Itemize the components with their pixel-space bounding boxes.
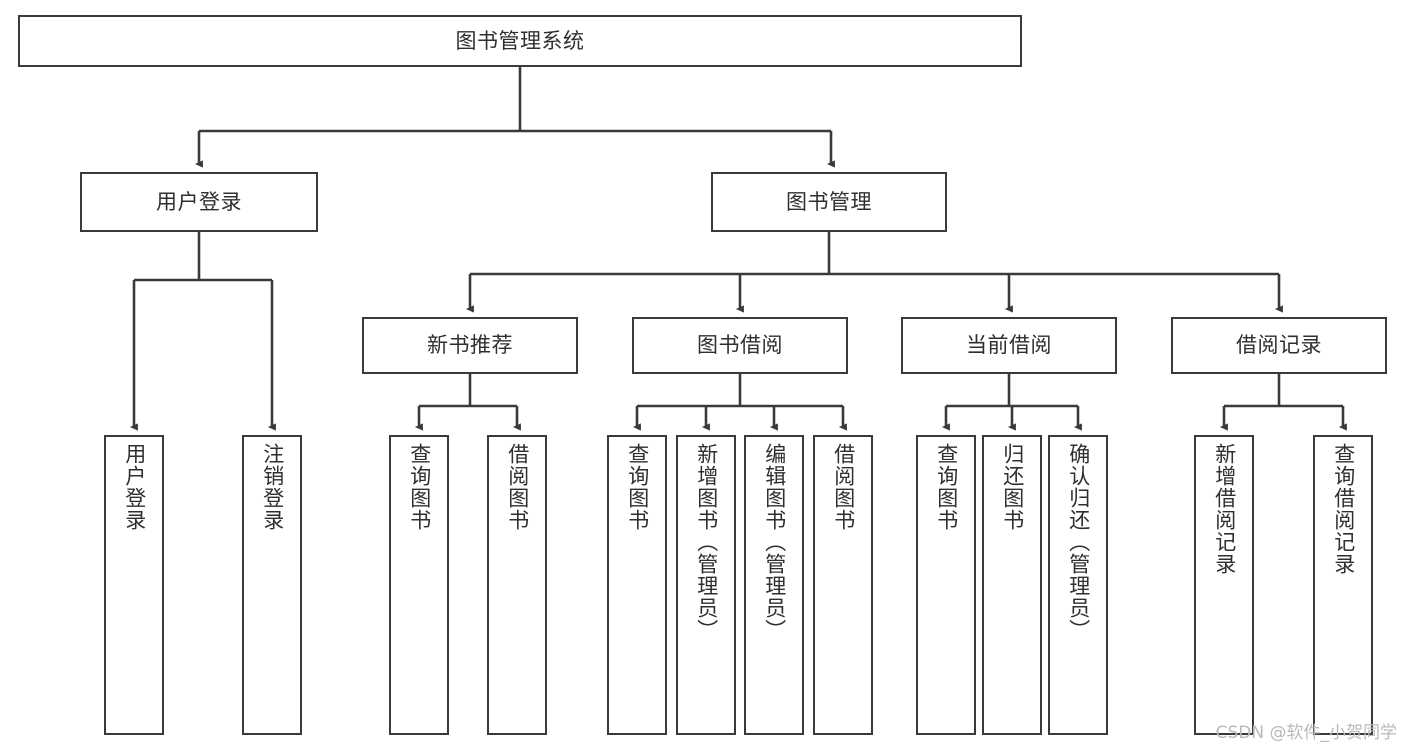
node-root[interactable]: 图书管理系统 [18,15,1022,67]
node-new-book-recommend[interactable]: 新书推荐 [362,317,578,374]
node-leaf-user-login-label: 用户登录 [122,443,147,531]
node-book-borrow-label: 图书借阅 [697,333,783,358]
node-leaf-user-login[interactable]: 用户登录 [104,435,164,735]
node-leaf-borrow-book-recommend[interactable]: 借阅图书 [487,435,547,735]
node-borrow-record-label: 借阅记录 [1236,333,1322,358]
node-user-login-label: 用户登录 [156,189,242,214]
node-current-borrow[interactable]: 当前借阅 [901,317,1117,374]
csdn-watermark: CSDN @软件_小贺同学 [1215,723,1397,743]
node-leaf-edit-book-label: 编辑图书（管理员） [762,443,787,641]
node-leaf-borrow-book-label: 借阅图书 [831,443,856,531]
node-leaf-borrow-book-recommend-label: 借阅图书 [505,443,530,531]
node-leaf-return-book[interactable]: 归还图书 [982,435,1042,735]
node-leaf-query-borrow-record[interactable]: 查询借阅记录 [1313,435,1373,735]
node-current-borrow-label: 当前借阅 [966,333,1052,358]
node-leaf-logout[interactable]: 注销登录 [242,435,302,735]
node-book-manage[interactable]: 图书管理 [711,172,947,232]
node-leaf-add-book-label: 新增图书（管理员） [694,443,719,641]
node-leaf-query-borrow-record-label: 查询借阅记录 [1331,443,1356,575]
node-leaf-add-borrow-record-label: 新增借阅记录 [1212,443,1237,575]
node-leaf-add-book[interactable]: 新增图书（管理员） [676,435,736,735]
node-new-book-recommend-label: 新书推荐 [427,333,513,358]
node-leaf-query-book-borrow[interactable]: 查询图书 [607,435,667,735]
node-root-label: 图书管理系统 [455,28,585,53]
node-leaf-query-book-borrow-label: 查询图书 [625,443,650,531]
node-leaf-edit-book[interactable]: 编辑图书（管理员） [744,435,804,735]
node-leaf-return-book-label: 归还图书 [1000,443,1025,531]
node-leaf-logout-label: 注销登录 [260,443,285,531]
node-borrow-record[interactable]: 借阅记录 [1171,317,1387,374]
node-book-borrow[interactable]: 图书借阅 [632,317,848,374]
node-leaf-query-book-current-label: 查询图书 [934,443,959,531]
node-user-login[interactable]: 用户登录 [80,172,318,232]
node-book-manage-label: 图书管理 [786,189,872,214]
node-leaf-query-book-current[interactable]: 查询图书 [916,435,976,735]
node-leaf-add-borrow-record[interactable]: 新增借阅记录 [1194,435,1254,735]
node-leaf-borrow-book[interactable]: 借阅图书 [813,435,873,735]
node-leaf-confirm-return-label: 确认归还（管理员） [1066,443,1091,641]
node-leaf-query-book-recommend-label: 查询图书 [407,443,432,531]
node-leaf-confirm-return[interactable]: 确认归还（管理员） [1048,435,1108,735]
node-leaf-query-book-recommend[interactable]: 查询图书 [389,435,449,735]
